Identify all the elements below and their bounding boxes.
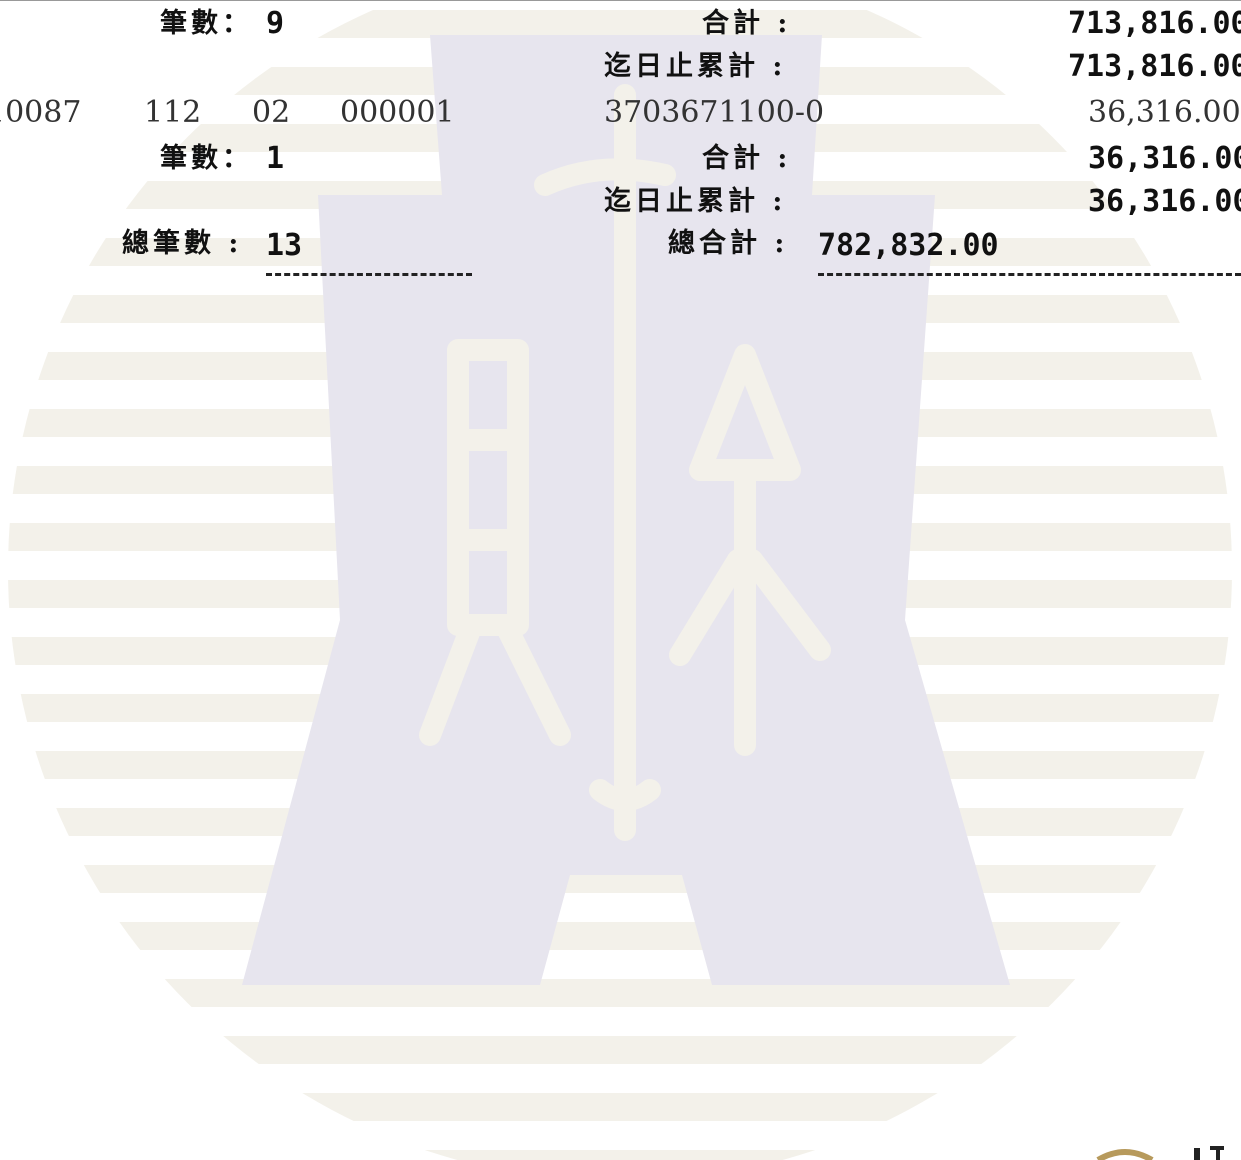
watermark-stripe — [8, 1093, 1232, 1121]
group1-count-label: 筆數： — [160, 8, 253, 39]
group1-cumulative-value: 713,816.00 — [1068, 49, 1241, 84]
group1-subtotal-label: 合計 : — [702, 8, 792, 39]
watermark-stripe — [8, 1150, 1232, 1160]
detail-col3: 02 — [252, 95, 291, 130]
detail-col2: 112 — [144, 95, 202, 130]
watermark-stripe — [8, 979, 1232, 1007]
watermark-glyph — [419, 84, 831, 841]
top-rule — [0, 0, 1241, 1]
total-count-underline — [266, 273, 472, 276]
detail-col5: 3703671100-0 — [604, 95, 825, 130]
grand-total-label: 總合計 : — [668, 228, 789, 259]
group2-subtotal-label: 合計 : — [702, 143, 792, 174]
group1-cumulative-label: 迄日止累計 : — [604, 51, 787, 82]
total-count-value: 13 — [266, 228, 303, 263]
group2-count-label: 筆數： — [160, 143, 253, 174]
watermark-stripe — [8, 922, 1232, 950]
group2-cumulative-value: 36,316.00 — [1088, 184, 1241, 219]
detail-col4: 000001 — [340, 95, 455, 130]
grand-total-value: 782,832.00 — [818, 228, 999, 263]
detail-amount: 36,316.00 — [1088, 95, 1241, 130]
watermark-stripe — [8, 1036, 1232, 1064]
group1-subtotal-value: 713,816.00 — [1068, 6, 1241, 41]
group2-cumulative-label: 迄日止累計 : — [604, 186, 787, 217]
detail-col1: 10087 — [0, 95, 82, 130]
corner-logo-fragment — [1096, 1146, 1224, 1160]
group2-count-value: 1 — [266, 141, 285, 176]
total-count-label: 總筆數 : — [122, 228, 243, 259]
grand-total-underline — [818, 273, 1241, 276]
group1-count-value: 9 — [266, 6, 285, 41]
group2-subtotal-value: 36,316.00 — [1088, 141, 1241, 176]
